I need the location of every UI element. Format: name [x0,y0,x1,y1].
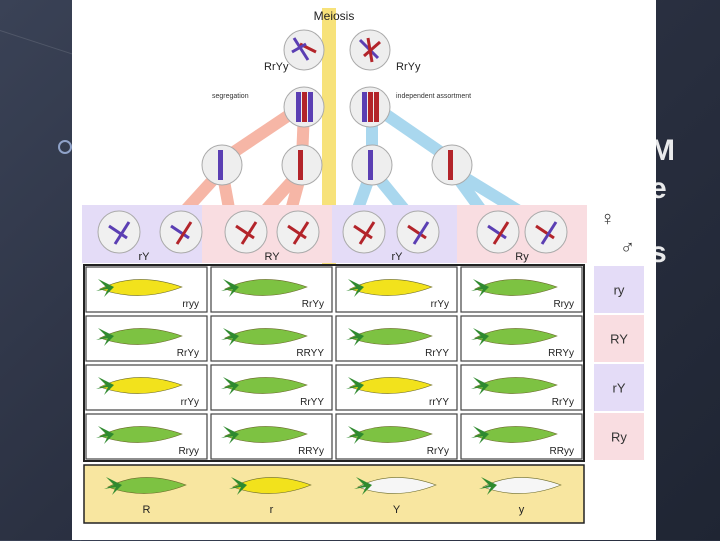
male-symbol: ♂ [620,237,635,259]
gamete-cell [476,210,520,254]
svg-text:rY: rY [613,381,626,396]
gamete-label: RY [264,251,280,263]
gamete-cell [97,210,141,254]
genotype-label: RrYY [425,348,449,359]
bullet-icon [58,140,72,154]
punnett-cell: RrYY [335,315,458,362]
parent-genotype-right: RrYy [396,61,421,73]
genotype-label: rrYy [181,397,199,408]
punnett-cell: Rryy [460,266,583,313]
metaphase-cell-left [283,86,325,128]
punnett-cell: rrYy [335,266,458,313]
gamete-cells: rY RY rY Ry [97,210,568,263]
punnett-cell: RrYy [210,266,333,313]
female-symbol: ♀ [600,208,615,230]
row-label: ry [594,266,644,313]
metaphase-cell-right [349,86,391,128]
gamete-cell [342,210,386,254]
punnett-cell: RrYy [460,364,583,411]
diagram-panel: Meiosis RrYy RrYy segreg [72,0,656,540]
legend-item: y [479,477,562,516]
legend-frame [83,464,585,524]
row-label: rY [594,364,644,411]
gamete-cell [224,210,268,254]
division-cell [201,144,243,186]
gamete-label: Ry [515,251,529,263]
gamete-cell [396,210,440,254]
svg-text:Y: Y [393,504,401,516]
punnett-cell: RrYy [335,413,458,460]
genotype-label: Rryy [553,299,574,310]
svg-text:R: R [143,504,151,516]
gamete-cell [524,210,568,254]
row-label: RY [594,315,644,362]
meiosis-title: Meiosis [314,9,355,23]
legend-item: r [229,477,312,516]
svg-text:y: y [519,504,525,516]
punnett-cell: rrYy [85,364,208,411]
assortment-label: independent assortment [396,93,471,100]
division-cell [281,144,323,186]
svg-text:RY: RY [610,332,628,347]
legend-item: Y [354,477,437,516]
genotype-label: RRYY [296,348,324,359]
genotype-label: RrYY [300,397,324,408]
gamete-cell [159,210,203,254]
legend-item: R [104,477,187,516]
division-cell [431,144,473,186]
genotype-label: rryy [182,299,199,310]
center-yellow-band [322,8,336,268]
gamete-label: rY [139,251,151,263]
genotype-label: RrYy [177,348,199,359]
punnett-cell: rrYY [335,364,458,411]
genotype-label: rrYy [431,299,449,310]
punnett-cell: Rryy [85,413,208,460]
svg-text:ry: ry [614,283,625,298]
gamete-label: rY [392,251,404,263]
row-label: Ry [594,413,644,460]
genotype-label: rrYY [429,397,449,408]
gamete-cell [276,210,320,254]
punnett-cell: RRYy [460,315,583,362]
genotype-label: RRYy [298,446,324,457]
svg-text:r: r [270,504,274,516]
genotype-label: RrYy [427,446,449,457]
parent-genotype-left: RrYy [264,61,289,73]
punnett-cell: RrYY [210,364,333,411]
punnett-cell: RrYy [85,315,208,362]
genotype-label: RrYy [302,299,324,310]
division-cell [351,144,393,186]
punnett-cell: rryy [85,266,208,313]
punnett-cell: RRyy [460,413,583,460]
parent-cell-right [349,29,391,71]
parent-cell-left [283,29,325,71]
segregation-label: segregation [212,93,249,100]
genotype-label: Rryy [178,446,199,457]
punnett-cell: RRYY [210,315,333,362]
genotype-label: RrYy [552,397,574,408]
dihybrid-cross-diagram: Meiosis RrYy RrYy segreg [82,8,644,524]
genotype-label: RRyy [550,446,574,457]
punnett-cell: RRYy [210,413,333,460]
genotype-label: RRYy [548,348,574,359]
svg-text:Ry: Ry [611,430,627,445]
